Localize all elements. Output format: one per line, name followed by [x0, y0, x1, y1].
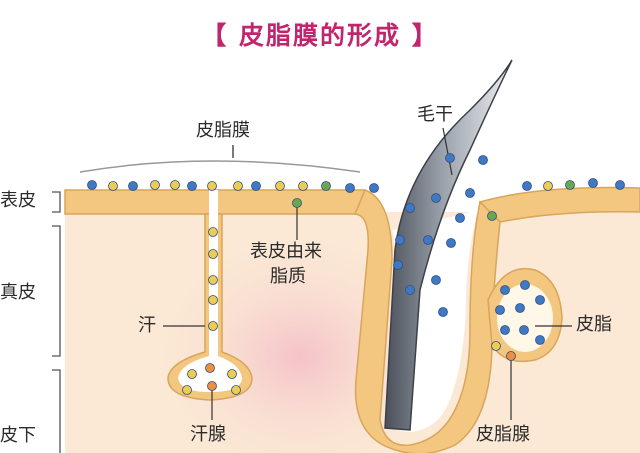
lipid-dot — [208, 249, 218, 259]
lipid-dot — [431, 275, 441, 285]
lipid-dot — [150, 180, 160, 190]
lipid-dot — [491, 341, 501, 351]
lipid-dot — [588, 178, 598, 188]
sebum-film-arc — [79, 160, 361, 173]
lipid-dot — [227, 369, 237, 379]
lipid-dot — [495, 305, 505, 315]
subcutis-bracket — [52, 369, 61, 453]
lipid-dot — [187, 181, 197, 191]
lipid-dot — [187, 369, 197, 379]
label-epidermal-lipid-2: 脂质 — [270, 266, 306, 287]
lipid-dot — [128, 181, 138, 191]
label-sebaceous-gland: 皮脂腺 — [476, 424, 530, 445]
epidermis-bracket — [52, 191, 61, 213]
lipid-dot — [231, 385, 241, 395]
lipid-dot — [321, 181, 331, 191]
label-dermis: 真皮 — [0, 282, 36, 303]
lipid-dot — [522, 181, 532, 191]
lipid-dot — [615, 180, 625, 190]
label-epidermis: 表皮 — [0, 190, 36, 211]
label-epidermal-lipid-1: 表皮由来 — [250, 241, 322, 262]
epidermis-band-right — [478, 186, 640, 223]
lipid-dot — [207, 381, 217, 391]
lipid-dot — [515, 303, 525, 313]
lipid-dot — [393, 260, 403, 270]
lipid-dot — [423, 235, 433, 245]
label-sweat-gland: 汗腺 — [190, 424, 226, 445]
lipid-dot — [543, 181, 553, 191]
lipid-dot — [465, 188, 475, 198]
lipid-dot — [251, 181, 261, 191]
lipid-dot — [369, 183, 379, 193]
lipid-dot — [506, 351, 516, 361]
label-subcutis: 皮下 — [0, 425, 36, 446]
lipid-dot — [207, 181, 217, 191]
lipid-dot — [405, 285, 415, 295]
label-sebum: 皮脂 — [576, 314, 612, 335]
lipid-dot — [431, 193, 441, 203]
lipid-dot — [446, 238, 456, 248]
lipid-dot — [87, 180, 97, 190]
hair-shaft-leader — [442, 127, 453, 176]
label-sweat: 汗 — [138, 315, 156, 336]
lipid-dot — [208, 295, 218, 305]
hair-shaft — [384, 59, 513, 431]
lipid-dot — [208, 227, 218, 237]
lipid-dot — [108, 181, 118, 191]
hair-follicle-sheath — [353, 189, 501, 453]
lipid-dot — [275, 181, 285, 191]
lipid-dot — [478, 155, 488, 165]
lipid-dot — [405, 203, 415, 213]
lipid-dot — [535, 295, 545, 305]
lipid-dot — [208, 321, 218, 331]
lipid-dot — [487, 211, 497, 221]
lipid-dot — [520, 280, 530, 290]
lipid-dots — [87, 153, 625, 395]
label-hair-shaft: 毛干 — [417, 104, 453, 125]
lipid-dot — [345, 183, 355, 193]
lipid-dot — [565, 180, 575, 190]
lipid-dot — [519, 325, 529, 335]
lipid-dot — [500, 285, 510, 295]
dermis-bracket — [52, 225, 61, 357]
lipid-dot — [205, 363, 215, 373]
lipid-dot — [233, 181, 243, 191]
lipid-dot — [445, 153, 455, 163]
lipid-dot — [438, 307, 448, 317]
lipid-dot — [182, 385, 192, 395]
sweat-gland-inner — [178, 190, 242, 392]
page-title: 【 皮脂膜的形成 】 — [201, 21, 439, 50]
lipid-dot — [500, 325, 510, 335]
label-sebum-film: 皮脂膜 — [196, 120, 250, 141]
lipid-dot — [455, 213, 465, 223]
lipid-dot — [395, 235, 405, 245]
lipid-dot — [535, 335, 545, 345]
lipid-dot — [208, 275, 218, 285]
lipid-dot — [170, 180, 180, 190]
lipid-dot — [298, 181, 308, 191]
lipid-dot — [292, 198, 302, 208]
